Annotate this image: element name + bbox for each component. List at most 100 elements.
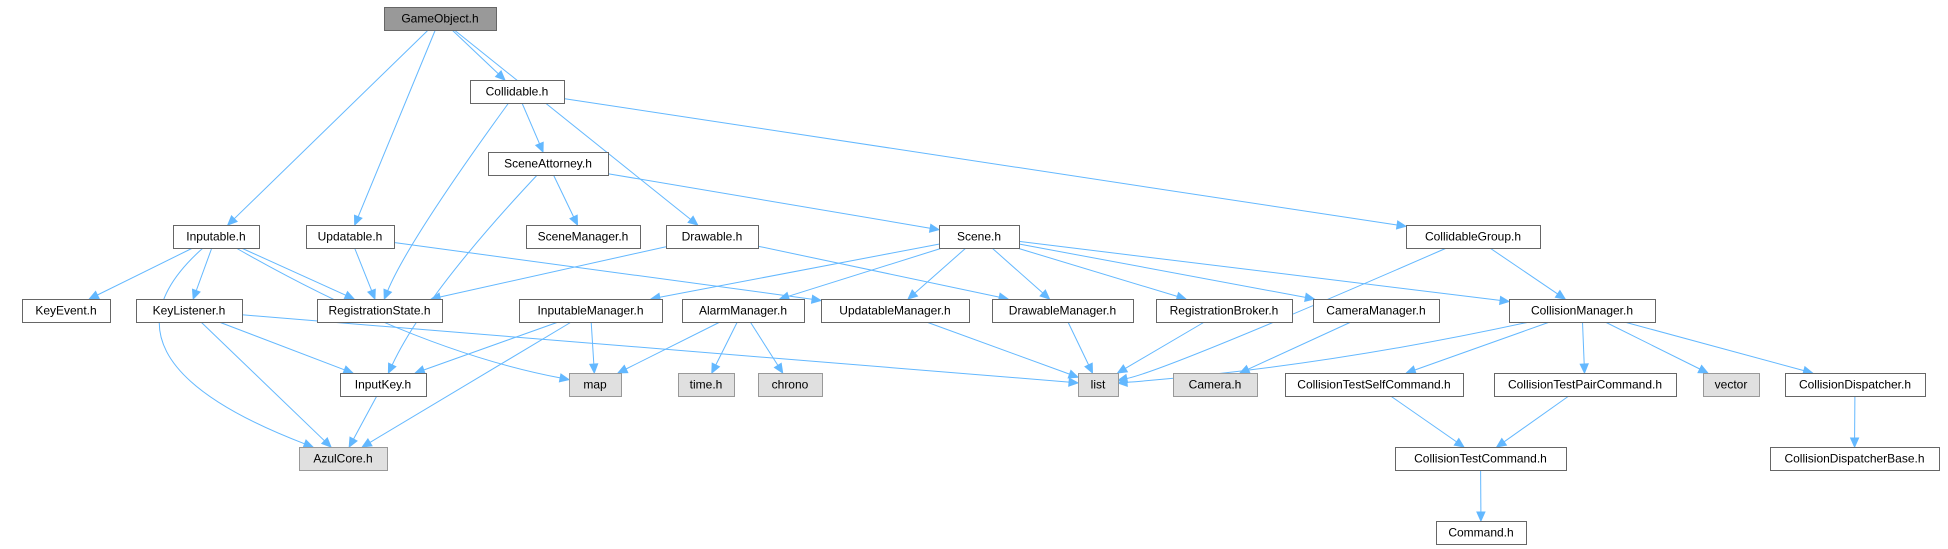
node-label: CollisionTestCommand.h: [1414, 452, 1547, 466]
edge-line: [387, 102, 510, 291]
arrowhead: [1116, 364, 1129, 374]
node-keylistener[interactable]: KeyListener.h: [136, 299, 243, 323]
edge-line: [757, 245, 1000, 298]
arrowhead: [773, 362, 784, 375]
node-inputkey[interactable]: InputKey.h: [340, 373, 427, 397]
edge-gameobject-to-inputable: [226, 29, 429, 226]
edge-line: [1604, 321, 1701, 370]
arrowhead: [1453, 437, 1465, 448]
edge-line: [563, 98, 1398, 226]
edge-collidable-to-registrationstate: [383, 102, 510, 301]
arrowhead: [342, 365, 355, 375]
arrowhead: [569, 214, 579, 227]
node-box: [1785, 373, 1926, 397]
edge-line: [749, 321, 779, 366]
arrowhead: [1067, 369, 1080, 379]
node-registrationbroker[interactable]: RegistrationBroker.h: [1156, 299, 1293, 323]
edge-keylistener-to-azulcore: [200, 321, 332, 448]
node-label: chrono: [772, 378, 809, 392]
edge-line: [1018, 243, 1306, 298]
node-vector: vector: [1703, 373, 1760, 397]
arrowhead: [1238, 364, 1251, 374]
edge-line: [715, 321, 738, 366]
edge-scene-to-drawablemanager: [991, 247, 1051, 300]
node-colltestpair[interactable]: CollisionTestPairCommand.h: [1494, 373, 1677, 397]
arrowhead: [353, 214, 363, 227]
edge-alarmmanager-to-time: [711, 321, 738, 375]
node-cameramanager[interactable]: CameraManager.h: [1313, 299, 1440, 323]
edge-registrationbroker-to-list: [1116, 321, 1205, 374]
node-drawablemanager[interactable]: DrawableManager.h: [992, 299, 1134, 323]
node-registrationstate[interactable]: RegistrationState.h: [317, 299, 443, 323]
edge-inputable-to-keyevent: [88, 247, 193, 300]
edge-colldispatcher-to-colldispatcherbase: [1849, 395, 1860, 449]
arrowhead: [226, 215, 239, 226]
edge-line: [354, 247, 373, 291]
edge-line: [914, 247, 967, 294]
edge-scene-to-cameramanager: [1018, 243, 1316, 302]
arrowhead: [1476, 511, 1486, 523]
node-colltestself[interactable]: CollisionTestSelfCommand.h: [1285, 373, 1464, 397]
node-updatable[interactable]: Updatable.h: [306, 225, 395, 249]
node-inputable[interactable]: Inputable.h: [173, 225, 260, 249]
edge-updatable-to-updatablemanager: [393, 242, 823, 304]
edge-line: [1390, 395, 1457, 443]
edge-collidablegroup-to-collisionmanager: [1489, 247, 1567, 300]
node-scene[interactable]: Scene.h: [939, 225, 1020, 249]
arrowhead: [320, 436, 332, 448]
node-inputablemanager[interactable]: InputableManager.h: [519, 299, 663, 323]
arrowhead: [88, 290, 100, 300]
node-label: CollisionManager.h: [1531, 304, 1633, 318]
node-label: Scene.h: [957, 230, 1001, 244]
node-box: [1509, 299, 1656, 323]
node-label: InputKey.h: [355, 378, 411, 392]
node-label: Drawable.h: [682, 230, 743, 244]
arrowhead: [1495, 437, 1508, 448]
node-box: [569, 373, 622, 397]
edge-inputablemanager-to-azulcore: [361, 321, 572, 448]
node-label: CollisionTestSelfCommand.h: [1297, 378, 1450, 392]
node-collidable[interactable]: Collidable.h: [470, 80, 565, 104]
node-colldispatcher[interactable]: CollisionDispatcher.h: [1785, 373, 1926, 397]
arrowhead: [534, 141, 544, 154]
edge-line: [423, 321, 559, 371]
node-box: [1770, 447, 1940, 471]
node-sceneattorney[interactable]: SceneAttorney.h: [488, 152, 609, 176]
node-label: AlarmManager.h: [699, 304, 787, 318]
node-updatablemanager[interactable]: UpdatableManager.h: [821, 299, 970, 323]
arrowhead: [1039, 289, 1051, 300]
node-scenemanager[interactable]: SceneManager.h: [526, 225, 641, 249]
node-colldispatcherbase[interactable]: CollisionDispatcherBase.h: [1770, 447, 1940, 471]
node-collidablegroup[interactable]: CollidableGroup.h: [1406, 225, 1541, 249]
edge-line: [357, 29, 436, 217]
edge-inputkey-to-azulcore: [348, 395, 378, 449]
node-gameobject[interactable]: GameObject.h: [384, 7, 497, 31]
node-box: [340, 373, 427, 397]
edge-line: [1582, 321, 1585, 365]
node-collisionmanager[interactable]: CollisionManager.h: [1509, 299, 1656, 323]
edge-line: [158, 247, 305, 445]
edge-line: [241, 314, 1070, 383]
edge-line: [195, 247, 213, 291]
node-alarmmanager[interactable]: AlarmManager.h: [682, 299, 805, 323]
edge-line: [393, 242, 813, 300]
node-keyevent[interactable]: KeyEvent.h: [22, 299, 111, 323]
edge-inputable-to-registrationstate: [241, 247, 356, 300]
edge-line: [926, 321, 1070, 375]
edge-updatablemanager-to-list: [926, 321, 1080, 379]
node-colltestcommand[interactable]: CollisionTestCommand.h: [1395, 447, 1567, 471]
edge-line: [991, 247, 1044, 294]
edge-gameobject-to-updatable: [353, 29, 436, 227]
node-box: [992, 299, 1134, 323]
node-label: InputableManager.h: [537, 304, 643, 318]
arrowhead: [191, 288, 201, 301]
node-label: SceneAttorney.h: [504, 157, 592, 171]
node-command[interactable]: Command.h: [1436, 521, 1527, 545]
arrowhead: [907, 289, 919, 300]
edge-scene-to-collisionmanager: [1018, 240, 1511, 306]
node-box: [821, 299, 970, 323]
arrowhead: [494, 69, 506, 81]
node-box: [526, 225, 641, 249]
node-drawable[interactable]: Drawable.h: [666, 225, 759, 249]
